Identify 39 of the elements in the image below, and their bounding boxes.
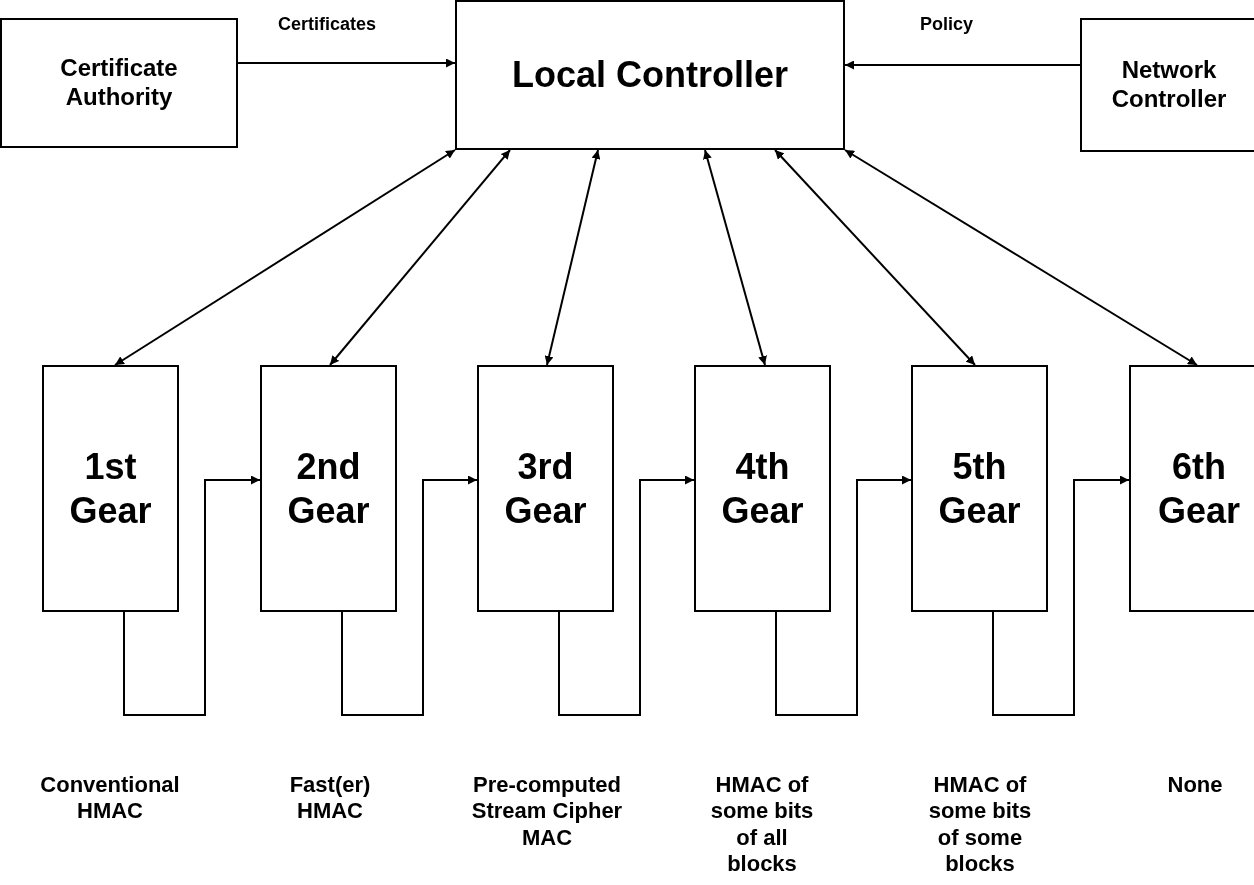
gear-box — [1129, 365, 1254, 612]
method-caption: Pre-computed Stream Cipher MAC — [470, 772, 624, 852]
edge-label: Policy — [920, 14, 974, 35]
method-caption: HMAC of some bits of all blocks — [709, 772, 815, 878]
arrow — [774, 149, 976, 366]
arrow — [844, 149, 1198, 366]
arrow — [123, 475, 261, 716]
arrow — [844, 60, 1081, 70]
component-box — [455, 0, 845, 150]
arrow — [329, 149, 511, 366]
method-caption: Fast(er) HMAC — [288, 772, 372, 825]
arrow — [237, 58, 456, 68]
method-caption: None — [1166, 772, 1224, 799]
gear-box — [477, 365, 614, 612]
node-label: 1st Gear — [68, 445, 153, 532]
gear-box — [260, 365, 397, 612]
arrow — [341, 475, 478, 716]
edge-label: Certificates — [278, 14, 377, 35]
node-label: 3rd Gear — [503, 445, 588, 532]
node-label: 5th Gear — [937, 445, 1022, 532]
node-label: Certificate Authority — [59, 54, 179, 112]
method-caption: HMAC of some bits of some blocks — [927, 772, 1033, 878]
component-box — [0, 18, 238, 148]
arrow — [992, 475, 1130, 716]
node-label: 6th Gear — [1156, 445, 1242, 532]
arrow — [775, 475, 912, 716]
method-caption: Conventional HMAC — [39, 772, 181, 825]
arrow — [558, 475, 695, 716]
node-label: 4th Gear — [720, 445, 805, 532]
arrow — [114, 149, 456, 366]
node-label: 2nd Gear — [286, 445, 371, 532]
gear-box — [42, 365, 179, 612]
gear-box — [911, 365, 1048, 612]
component-box — [1080, 18, 1254, 152]
node-label: Local Controller — [511, 53, 789, 97]
arrow — [703, 149, 767, 366]
gear-box — [694, 365, 831, 612]
arrow — [544, 149, 601, 366]
node-label: Network Controller — [1110, 56, 1228, 114]
